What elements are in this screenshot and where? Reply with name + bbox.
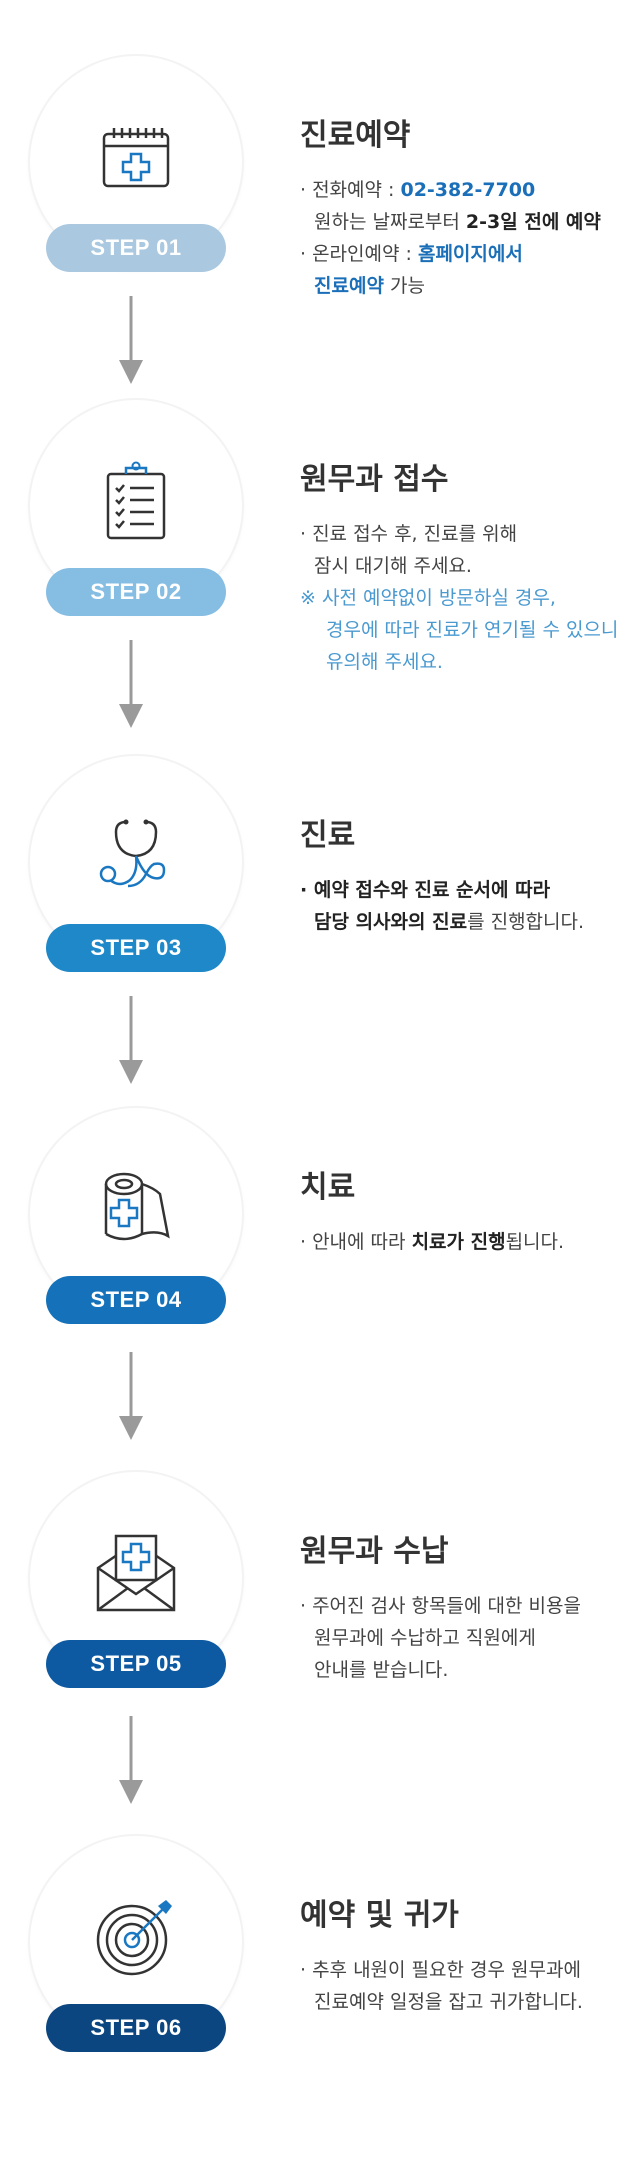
calendar-cross-icon — [102, 128, 170, 188]
step-01: STEP 01 진료예약 · 전화예약 : 02-382-7700 원하는 날짜… — [0, 56, 640, 386]
step-06-badge: STEP 06 — [46, 2004, 226, 2052]
stethoscope-icon — [99, 819, 166, 888]
step-02-title: 원무과 접수 — [300, 462, 449, 497]
notice-text: ※ 사전 예약없이 방문하실 경우, — [300, 587, 556, 609]
envelope-cross-icon — [96, 1534, 176, 1612]
step-05-title: 원무과 수납 — [300, 1534, 449, 1569]
online-reservation-link[interactable]: 진료예약 — [314, 275, 384, 297]
step-02-badge: STEP 02 — [46, 568, 226, 616]
step-06-title: 예약 및 귀가 — [300, 1898, 459, 1933]
down-arrow-icon — [119, 1716, 143, 1804]
step-04-title: 치료 — [300, 1170, 356, 1205]
down-arrow-icon — [119, 996, 143, 1084]
step-01-description: · 전화예약 : 02-382-7700 원하는 날짜로부터 2-3일 전에 예… — [300, 179, 601, 297]
step-05-badge: STEP 05 — [46, 1640, 226, 1688]
homepage-link[interactable]: 홈페이지에서 — [417, 243, 523, 265]
down-arrow-icon — [119, 1352, 143, 1440]
step-04: STEP 04 치료 · 안내에 따라 치료가 진행됩니다. — [0, 1108, 640, 1438]
step-03: STEP 03 진료 · 예약 접수와 진료 순서에 따라 담당 의사와의 진료… — [0, 756, 640, 1086]
down-arrow-icon — [119, 296, 143, 384]
clipboard-checklist-icon — [106, 461, 166, 540]
target-dart-icon — [96, 1900, 172, 1976]
step-02: STEP 02 원무과 접수 · 진료 접수 후, 진료를 위해 잠시 대기해 … — [0, 400, 640, 730]
step-06: STEP 06 예약 및 귀가 · 추후 내원이 필요한 경우 원무과에 진료예… — [0, 1836, 640, 2166]
step-05: STEP 05 원무과 수납 · 주어진 검사 항목들에 대한 비용을 원무과에… — [0, 1472, 640, 1802]
step-01-title: 진료예약 — [300, 118, 411, 153]
step-04-badge: STEP 04 — [46, 1276, 226, 1324]
down-arrow-icon — [119, 640, 143, 728]
step-01-badge: STEP 01 — [46, 224, 226, 272]
step-03-title: 진료 — [300, 818, 356, 853]
step-02-description: · 진료 접수 후, 진료를 위해 잠시 대기해 주세요. ※ 사전 예약없이 … — [300, 518, 630, 678]
step-03-badge: STEP 03 — [46, 924, 226, 972]
step-03-description: · 예약 접수와 진료 순서에 따라 담당 의사와의 진료를 진행합니다. — [300, 879, 585, 933]
bandage-roll-icon — [104, 1172, 170, 1241]
step-04-description: · 안내에 따라 치료가 진행됩니다. — [300, 1231, 565, 1253]
step-05-description: · 주어진 검사 항목들에 대한 비용을 원무과에 수납하고 직원에게 안내를 … — [300, 1595, 581, 1681]
phone-number[interactable]: 02-382-7700 — [400, 179, 536, 201]
step-06-description: · 추후 내원이 필요한 경우 원무과에 진료예약 일정을 잡고 귀가합니다. — [300, 1959, 583, 2013]
